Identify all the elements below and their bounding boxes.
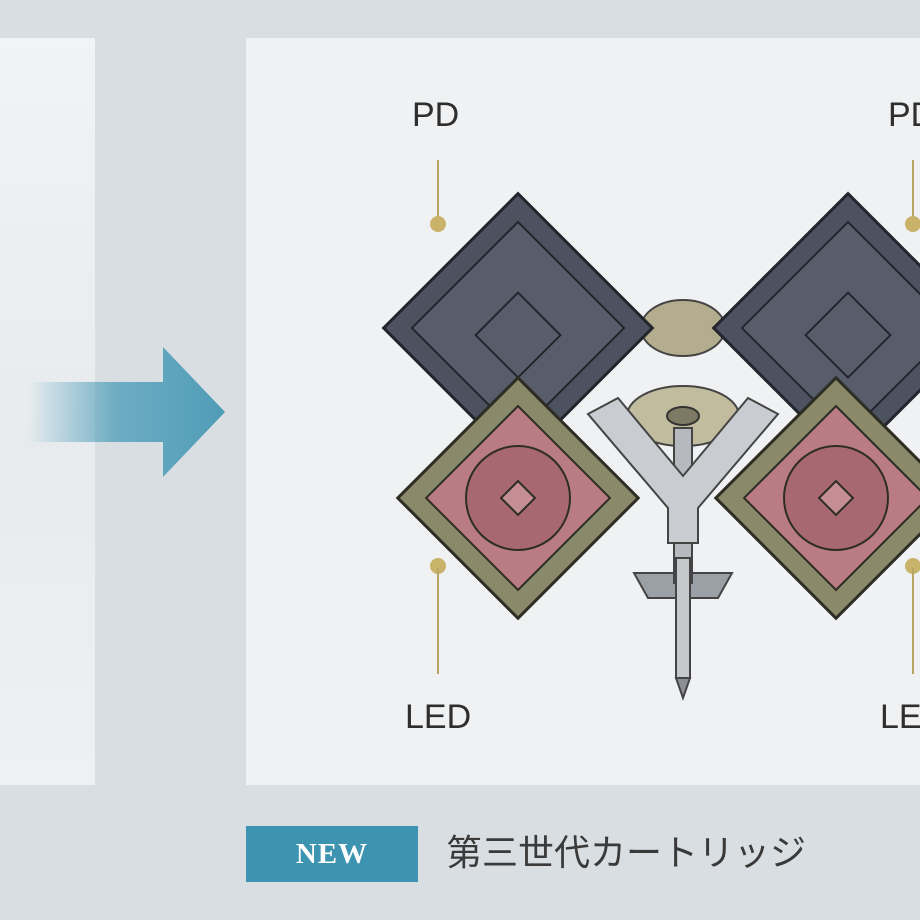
led-right-label: LED bbox=[880, 698, 920, 736]
stylus bbox=[674, 557, 692, 702]
new-badge: NEW bbox=[246, 826, 418, 882]
pd-block-right bbox=[711, 191, 920, 465]
leader-led-right bbox=[905, 558, 920, 674]
pd-left-label: PD bbox=[412, 96, 460, 134]
cartridge-diagram-panel: PD PD LED LED bbox=[246, 38, 920, 785]
y-frame bbox=[586, 396, 780, 544]
led-left-label: LED bbox=[405, 698, 472, 736]
leader-pd-left bbox=[430, 160, 446, 232]
led-block-left bbox=[395, 375, 641, 621]
led-block-right bbox=[713, 375, 920, 621]
cartridge-caption: 第三世代カートリッジ bbox=[446, 833, 807, 874]
arrow-icon bbox=[28, 342, 228, 482]
pd-block-left bbox=[381, 191, 655, 465]
leader-pd-right bbox=[905, 160, 920, 232]
leader-led-left bbox=[430, 558, 446, 674]
pd-right-label: PD bbox=[888, 96, 920, 134]
cartridge-diagram bbox=[381, 160, 920, 702]
